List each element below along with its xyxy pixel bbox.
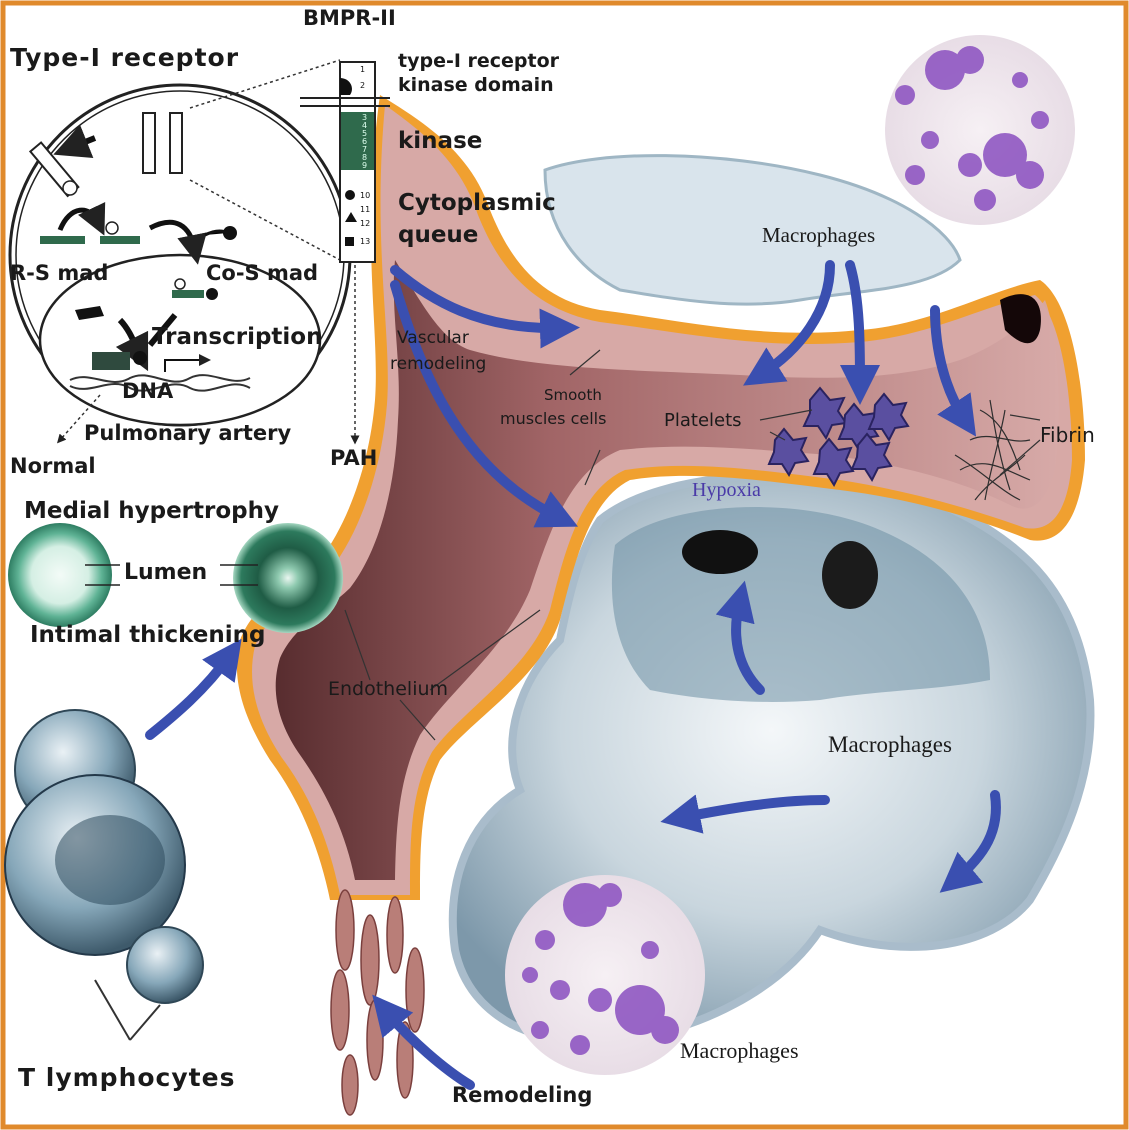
fibrin-mesh — [954, 399, 1031, 501]
bar-number: 4 — [362, 121, 367, 130]
bar-number: 10 — [360, 191, 370, 200]
bar-number: 12 — [360, 219, 370, 228]
bar-number: 9 — [362, 161, 367, 170]
arrow-macrophages-down — [939, 790, 1001, 893]
fibrin-label: Fibrin — [1040, 423, 1095, 447]
arrow-vascular-lower — [390, 280, 579, 528]
bar-number: 7 — [362, 145, 367, 154]
leader-lines — [344, 349, 1041, 741]
arrow-t-lymphocytes — [145, 638, 242, 740]
arrow-macrophages-1 — [743, 260, 835, 386]
rsmad-label: R-S mad — [10, 261, 109, 285]
vascular-remodeling-label-line1: Vascular — [397, 328, 469, 348]
platelets-label: Platelets — [664, 410, 742, 431]
micrograph-bottom — [505, 875, 705, 1075]
bar-number: 6 — [362, 137, 367, 146]
vessel-end — [1000, 294, 1041, 344]
smooth-muscle-label-line1: Smooth — [544, 386, 602, 404]
type1-receptor-label: Type-I receptor — [10, 43, 240, 72]
bar-number: 1 — [360, 65, 365, 74]
vascular-remodeling-label-line2: remodeling — [390, 354, 487, 374]
cytoplasmic-label-line1: Cytoplasmic — [398, 190, 556, 216]
t-lymphocytes-label: T lymphocytes — [18, 1063, 236, 1092]
smooth-muscle-label-line2: muscles cells — [500, 409, 607, 428]
bar-number: 11 — [360, 205, 370, 214]
bar-number: 3 — [362, 113, 367, 122]
vessel-cross-sections — [8, 523, 343, 633]
intimal-thickening-label: Intimal thickening — [30, 622, 266, 648]
bmpr2-receptor-bar — [300, 61, 390, 263]
hypoxia-label: Hypoxia — [692, 479, 761, 501]
upper-alveolus — [543, 154, 962, 306]
macrophages-label-mid: Macrophages — [828, 732, 952, 757]
pah-vessel-section — [233, 523, 343, 633]
flow-arrows — [145, 260, 1001, 1090]
bmpr2-label: BMPR-II — [303, 6, 396, 30]
type1-kinase-label-line2: kinase domain — [398, 74, 554, 96]
arrow-hypoxia — [715, 580, 765, 695]
bar-number: 8 — [362, 153, 367, 162]
micrograph-top — [885, 35, 1075, 225]
connector-lines — [57, 59, 360, 445]
arrow-vascular-upper — [390, 265, 580, 349]
transcription-label: Transcription — [152, 324, 323, 350]
medial-hypertrophy-label: Medial hypertrophy — [24, 498, 279, 524]
platelets — [767, 386, 910, 488]
bar-number: 2 — [360, 81, 365, 90]
pah-label: PAH — [330, 446, 378, 470]
macrophages-label-top: Macrophages — [762, 223, 876, 247]
t-lymphocyte-pointers — [94, 979, 161, 1041]
arrow-macrophages-left — [660, 794, 830, 834]
arrow-macrophages-3 — [930, 305, 977, 437]
cosmad-label: Co-S mad — [206, 261, 319, 285]
t-lymphocytes — [4, 709, 204, 1004]
arrow-remodeling — [372, 994, 475, 1090]
bar-number: 5 — [362, 129, 367, 138]
cytoplasmic-label-line2: queue — [398, 222, 479, 248]
alveolus-opening — [682, 530, 758, 574]
remodeling-label: Remodeling — [452, 1083, 593, 1107]
alveolus-opening — [822, 541, 878, 609]
cell-diagram — [8, 83, 352, 427]
type1-kinase-label-line1: type-I receptor — [398, 50, 560, 72]
kinase-label: kinase — [398, 128, 483, 154]
arrow-macrophages-2 — [839, 260, 880, 405]
normal-label: Normal — [10, 454, 96, 478]
vessel-wall — [252, 105, 1073, 895]
dna-label: DNA — [122, 379, 174, 403]
lumen-label: Lumen — [124, 560, 208, 585]
normal-vessel-section — [8, 523, 112, 627]
macrophages-label-bottom: Macrophages — [680, 1038, 799, 1063]
pulmonary-artery-label: Pulmonary artery — [84, 421, 292, 445]
endothelium-label: Endothelium — [328, 678, 449, 700]
bar-number: 13 — [360, 237, 370, 246]
